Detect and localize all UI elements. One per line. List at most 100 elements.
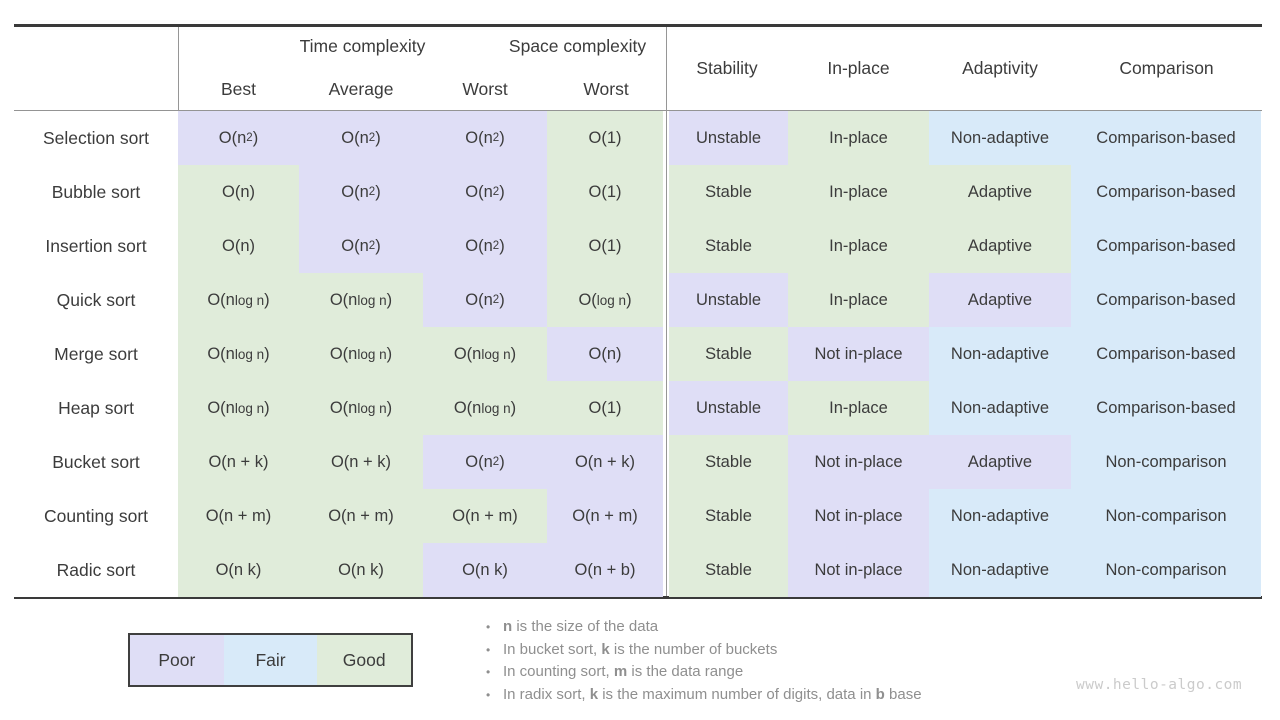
footnote-item: • In counting sort, m is the data range: [477, 661, 922, 684]
cell-bucket-sort-inplace: Not in-place: [788, 435, 929, 489]
footnote-item: •n is the size of the data: [477, 616, 922, 639]
bullet-icon: •: [486, 687, 491, 702]
cell-counting-sort-worst: O(n + m): [423, 489, 547, 543]
cell-bubble-sort-stability: Stable: [669, 165, 788, 219]
header-best: Best: [220, 79, 257, 99]
row-label-counting-sort: Counting sort: [14, 489, 178, 543]
cell-counting-sort-inplace: Not in-place: [788, 489, 929, 543]
footnote-text: In counting sort, m is the data range: [503, 663, 744, 680]
header-stability: Stability: [696, 58, 758, 78]
cell-insertion-sort-comparison: Comparison-based: [1071, 219, 1261, 273]
cell-heap-sort-average: O(n log n): [299, 381, 423, 435]
cell-quick-sort-best: O(n log n): [178, 273, 299, 327]
cell-quick-sort-sworst: O(log n): [547, 273, 663, 327]
cell-radic-sort-adaptivity: Non-adaptive: [929, 543, 1071, 597]
cell-selection-sort-comparison: Comparison-based: [1071, 111, 1261, 165]
header-divider-rule: [14, 110, 1262, 111]
complexity-property-divider: [666, 27, 667, 596]
cell-heap-sort-stability: Unstable: [669, 381, 788, 435]
cell-radic-sort-worst: O(n k): [423, 543, 547, 597]
footnote-list: •n is the size of the data•In bucket sor…: [477, 616, 922, 706]
cell-quick-sort-comparison: Comparison-based: [1071, 273, 1261, 327]
cell-insertion-sort-stability: Stable: [669, 219, 788, 273]
header-worst-space: Worst: [583, 79, 629, 99]
cell-insertion-sort-inplace: In-place: [788, 219, 929, 273]
cell-bucket-sort-sworst: O(n + k): [547, 435, 663, 489]
row-label-bucket-sort: Bucket sort: [14, 435, 178, 489]
cell-insertion-sort-adaptivity: Adaptive: [929, 219, 1071, 273]
footnote-text: In bucket sort, k is the number of bucke…: [503, 640, 778, 658]
cell-bubble-sort-comparison: Comparison-based: [1071, 165, 1261, 219]
row-label-selection-sort: Selection sort: [14, 111, 178, 165]
cell-heap-sort-inplace: In-place: [788, 381, 929, 435]
cell-merge-sort-average: O(n log n): [299, 327, 423, 381]
cell-bubble-sort-inplace: In-place: [788, 165, 929, 219]
header-in-place: In-place: [827, 58, 890, 78]
cell-merge-sort-stability: Stable: [669, 327, 788, 381]
bullet-icon: •: [486, 620, 491, 634]
cell-quick-sort-stability: Unstable: [669, 273, 788, 327]
row-label-bubble-sort: Bubble sort: [14, 165, 178, 219]
cell-quick-sort-inplace: In-place: [788, 273, 929, 327]
legend-poor: Poor: [130, 635, 224, 685]
legend-good: Good: [317, 635, 412, 685]
footnote-item: • In bucket sort, k is the number of buck…: [477, 639, 922, 662]
cell-counting-sort-stability: Stable: [669, 489, 788, 543]
row-label-heap-sort: Heap sort: [14, 381, 178, 435]
cell-merge-sort-best: O(n log n): [178, 327, 299, 381]
cell-bubble-sort-best: O(n): [178, 165, 299, 219]
cell-bucket-sort-average: O(n + k): [299, 435, 423, 489]
bullet-icon: •: [486, 665, 491, 679]
cell-radic-sort-stability: Stable: [669, 543, 788, 597]
header-space-complexity: Space complexity: [508, 36, 647, 56]
legend-fair: Fair: [223, 635, 318, 685]
cell-counting-sort-average: O(n + m): [299, 489, 423, 543]
cell-selection-sort-stability: Unstable: [669, 111, 788, 165]
cell-quick-sort-adaptivity: Adaptive: [929, 273, 1071, 327]
cell-bucket-sort-adaptivity: Adaptive: [929, 435, 1071, 489]
row-label-radic-sort: Radic sort: [14, 543, 178, 597]
cell-heap-sort-comparison: Comparison-based: [1071, 381, 1261, 435]
table-top-rule: [14, 24, 1262, 27]
cell-bucket-sort-comparison: Non-comparison: [1071, 435, 1261, 489]
cell-heap-sort-adaptivity: Non-adaptive: [929, 381, 1071, 435]
watermark-url: www.hello-algo.com: [1076, 677, 1243, 693]
cell-radic-sort-inplace: Not in-place: [788, 543, 929, 597]
cell-radic-sort-average: O(n k): [299, 543, 423, 597]
header-comparison: Comparison: [1119, 58, 1214, 78]
header-time-complexity: Time complexity: [299, 36, 426, 56]
cell-radic-sort-best: O(n k): [178, 543, 299, 597]
bullet-icon: •: [486, 642, 491, 657]
cell-heap-sort-best: O(n log n): [178, 381, 299, 435]
cell-merge-sort-inplace: Not in-place: [788, 327, 929, 381]
cell-bucket-sort-best: O(n + k): [178, 435, 299, 489]
cell-radic-sort-sworst: O(n + b): [547, 543, 663, 597]
header-average: Average: [328, 79, 394, 99]
cell-bucket-sort-stability: Stable: [669, 435, 788, 489]
row-label-insertion-sort: Insertion sort: [14, 219, 178, 273]
cell-counting-sort-adaptivity: Non-adaptive: [929, 489, 1071, 543]
cell-quick-sort-average: O(n log n): [299, 273, 423, 327]
cell-selection-sort-adaptivity: Non-adaptive: [929, 111, 1071, 165]
cell-selection-sort-sworst: O(1): [547, 111, 663, 165]
header-adaptivity: Adaptivity: [962, 58, 1038, 78]
footnote-item: • In radix sort, k is the maximum number …: [477, 684, 922, 707]
header-worst-time: Worst: [462, 79, 508, 99]
cell-merge-sort-adaptivity: Non-adaptive: [929, 327, 1071, 381]
cell-heap-sort-sworst: O(1): [547, 381, 663, 435]
cell-heap-sort-worst: O(n log n): [423, 381, 547, 435]
row-label-merge-sort: Merge sort: [14, 327, 178, 381]
footnote-text: In radix sort, k is the maximum number o…: [503, 685, 922, 703]
cell-insertion-sort-sworst: O(1): [547, 219, 663, 273]
cell-merge-sort-comparison: Comparison-based: [1071, 327, 1261, 381]
cell-merge-sort-worst: O(n log n): [423, 327, 547, 381]
cell-bubble-sort-sworst: O(1): [547, 165, 663, 219]
